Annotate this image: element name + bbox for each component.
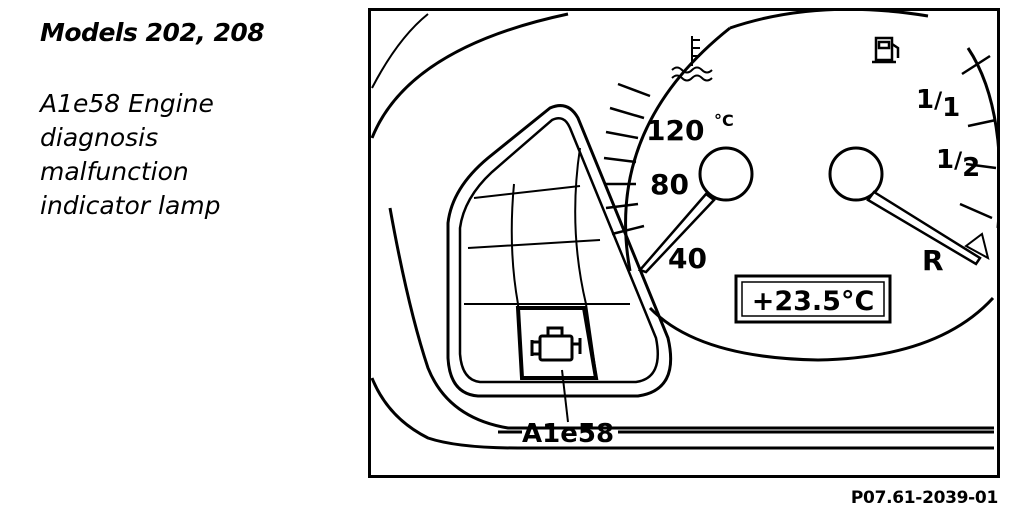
figure-reference-code: P07.61-2039-01 — [850, 488, 998, 508]
description-line-4: indicator lamp — [40, 191, 221, 220]
fuel-full-slash: / — [934, 89, 943, 114]
temperature-display-value: +23.5°C — [752, 286, 875, 317]
fuel-half-denominator: 2 — [962, 153, 980, 183]
fuel-full-numerator: 1 — [916, 85, 934, 115]
fuel-gauge: 1/1 1/2 R — [828, 36, 997, 277]
coolant-needle — [637, 192, 716, 274]
figure-frame — [368, 8, 1000, 478]
fuel-needle-hub — [828, 146, 884, 202]
coolant-gauge: 120 °C 80 40 — [603, 36, 754, 275]
models-heading: Models 202, 208 — [40, 18, 265, 47]
caption-block: Models 202, 208 A1e58 Engine diagnosis m… — [40, 18, 340, 223]
instrument-cluster-drawing: A1e58 120 °C 80 40 — [368, 7, 1002, 478]
coolant-tick-40: 40 — [668, 242, 707, 275]
temperature-display — [734, 274, 892, 324]
indicator-panel-grid — [464, 147, 630, 375]
fuel-full-denominator: 1 — [942, 93, 960, 123]
fuel-reserve-marker — [964, 232, 990, 260]
coolant-needle-hub — [698, 146, 754, 202]
dial-outer-arc-right — [966, 47, 1002, 229]
description-line-2: diagnosis — [40, 123, 159, 152]
dash-contour-1 — [370, 12, 569, 139]
temperature-display-inner — [741, 281, 885, 317]
dial-lower-arc — [648, 296, 995, 362]
coolant-temperature-icon — [671, 36, 713, 82]
housing-outline-outer — [388, 207, 994, 430]
description-line-3: malfunction — [40, 157, 189, 186]
fuel-pump-icon — [872, 36, 900, 64]
callout-label: A1e58 — [522, 419, 614, 449]
indicator-panel-outer — [446, 104, 673, 398]
description-line-1: A1e58 Engine — [40, 89, 214, 118]
component-description: A1e58 Engine diagnosis malfunction indic… — [40, 87, 340, 223]
coolant-unit: °C — [714, 111, 734, 130]
indicator-panel-inner — [458, 117, 659, 384]
coolant-tick-80: 80 — [650, 168, 689, 201]
engine-check-icon — [530, 326, 582, 362]
fuel-tick-half: 1/2 — [936, 145, 980, 183]
fuel-half-slash: / — [954, 149, 963, 174]
instrument-cluster-figure: A1e58 120 °C 80 40 — [368, 7, 1002, 478]
dial-outer-arc-top — [729, 7, 929, 30]
fuel-needle — [866, 190, 982, 266]
fuel-half-numerator: 1 — [936, 145, 954, 175]
fuel-tick-reserve: R — [922, 244, 944, 277]
fuel-gauge-ticks — [959, 54, 997, 220]
coolant-gauge-ticks — [603, 82, 651, 236]
fuel-tick-full: 1/1 — [916, 85, 960, 123]
coolant-tick-120: 120 — [646, 114, 704, 147]
callout-leader — [561, 369, 569, 423]
dash-contour-2 — [371, 13, 429, 89]
engine-lamp-cell[interactable] — [515, 306, 599, 380]
housing-outline-lower — [370, 377, 994, 450]
